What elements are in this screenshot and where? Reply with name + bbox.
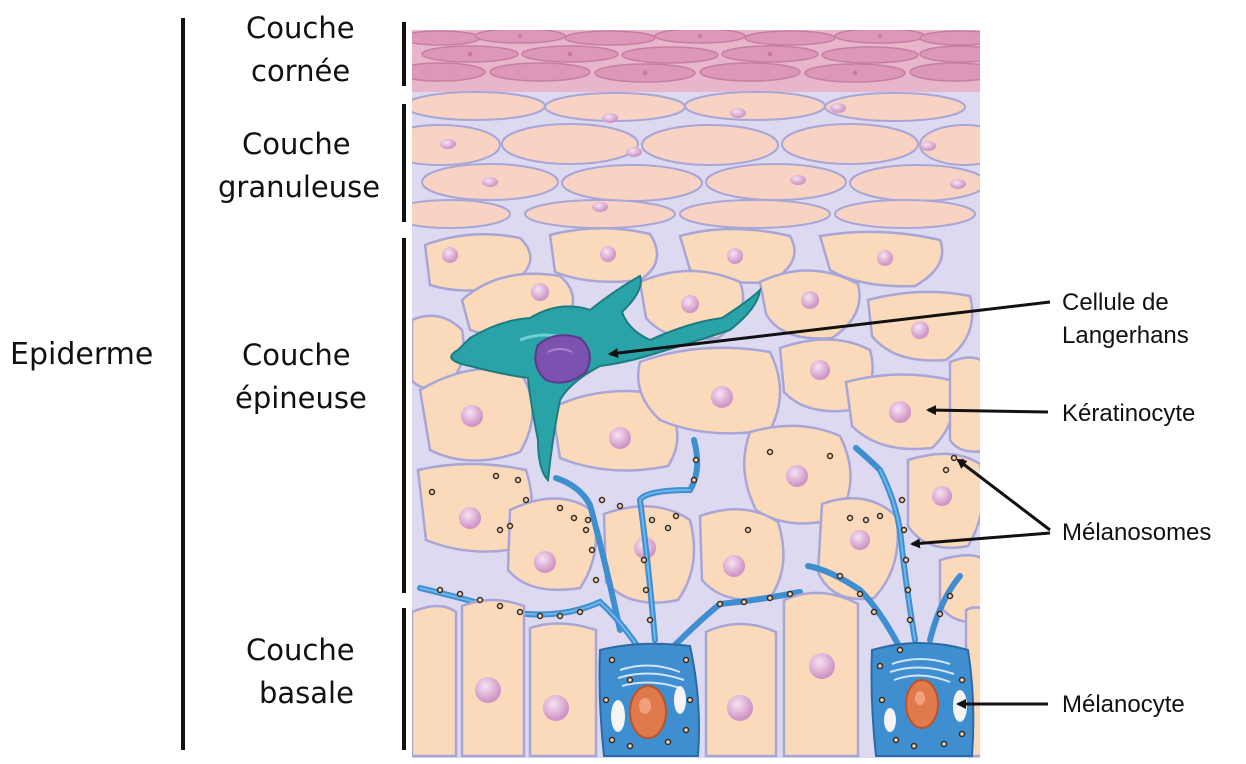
cornee-layer [395,22,1000,92]
callout-melanosomes: Mélanosomes [1062,518,1211,548]
callout-melanocyte: Mélanocyte [1062,690,1185,720]
callout-langerhans-line2: Langerhans [1062,321,1189,351]
melanocyte-2 [872,643,974,756]
callout-keratinocyte: Kératinocyte [1062,399,1195,429]
callout-langerhans-line1: Cellule de [1062,288,1169,318]
arrow-keratinocyte [928,410,1048,412]
